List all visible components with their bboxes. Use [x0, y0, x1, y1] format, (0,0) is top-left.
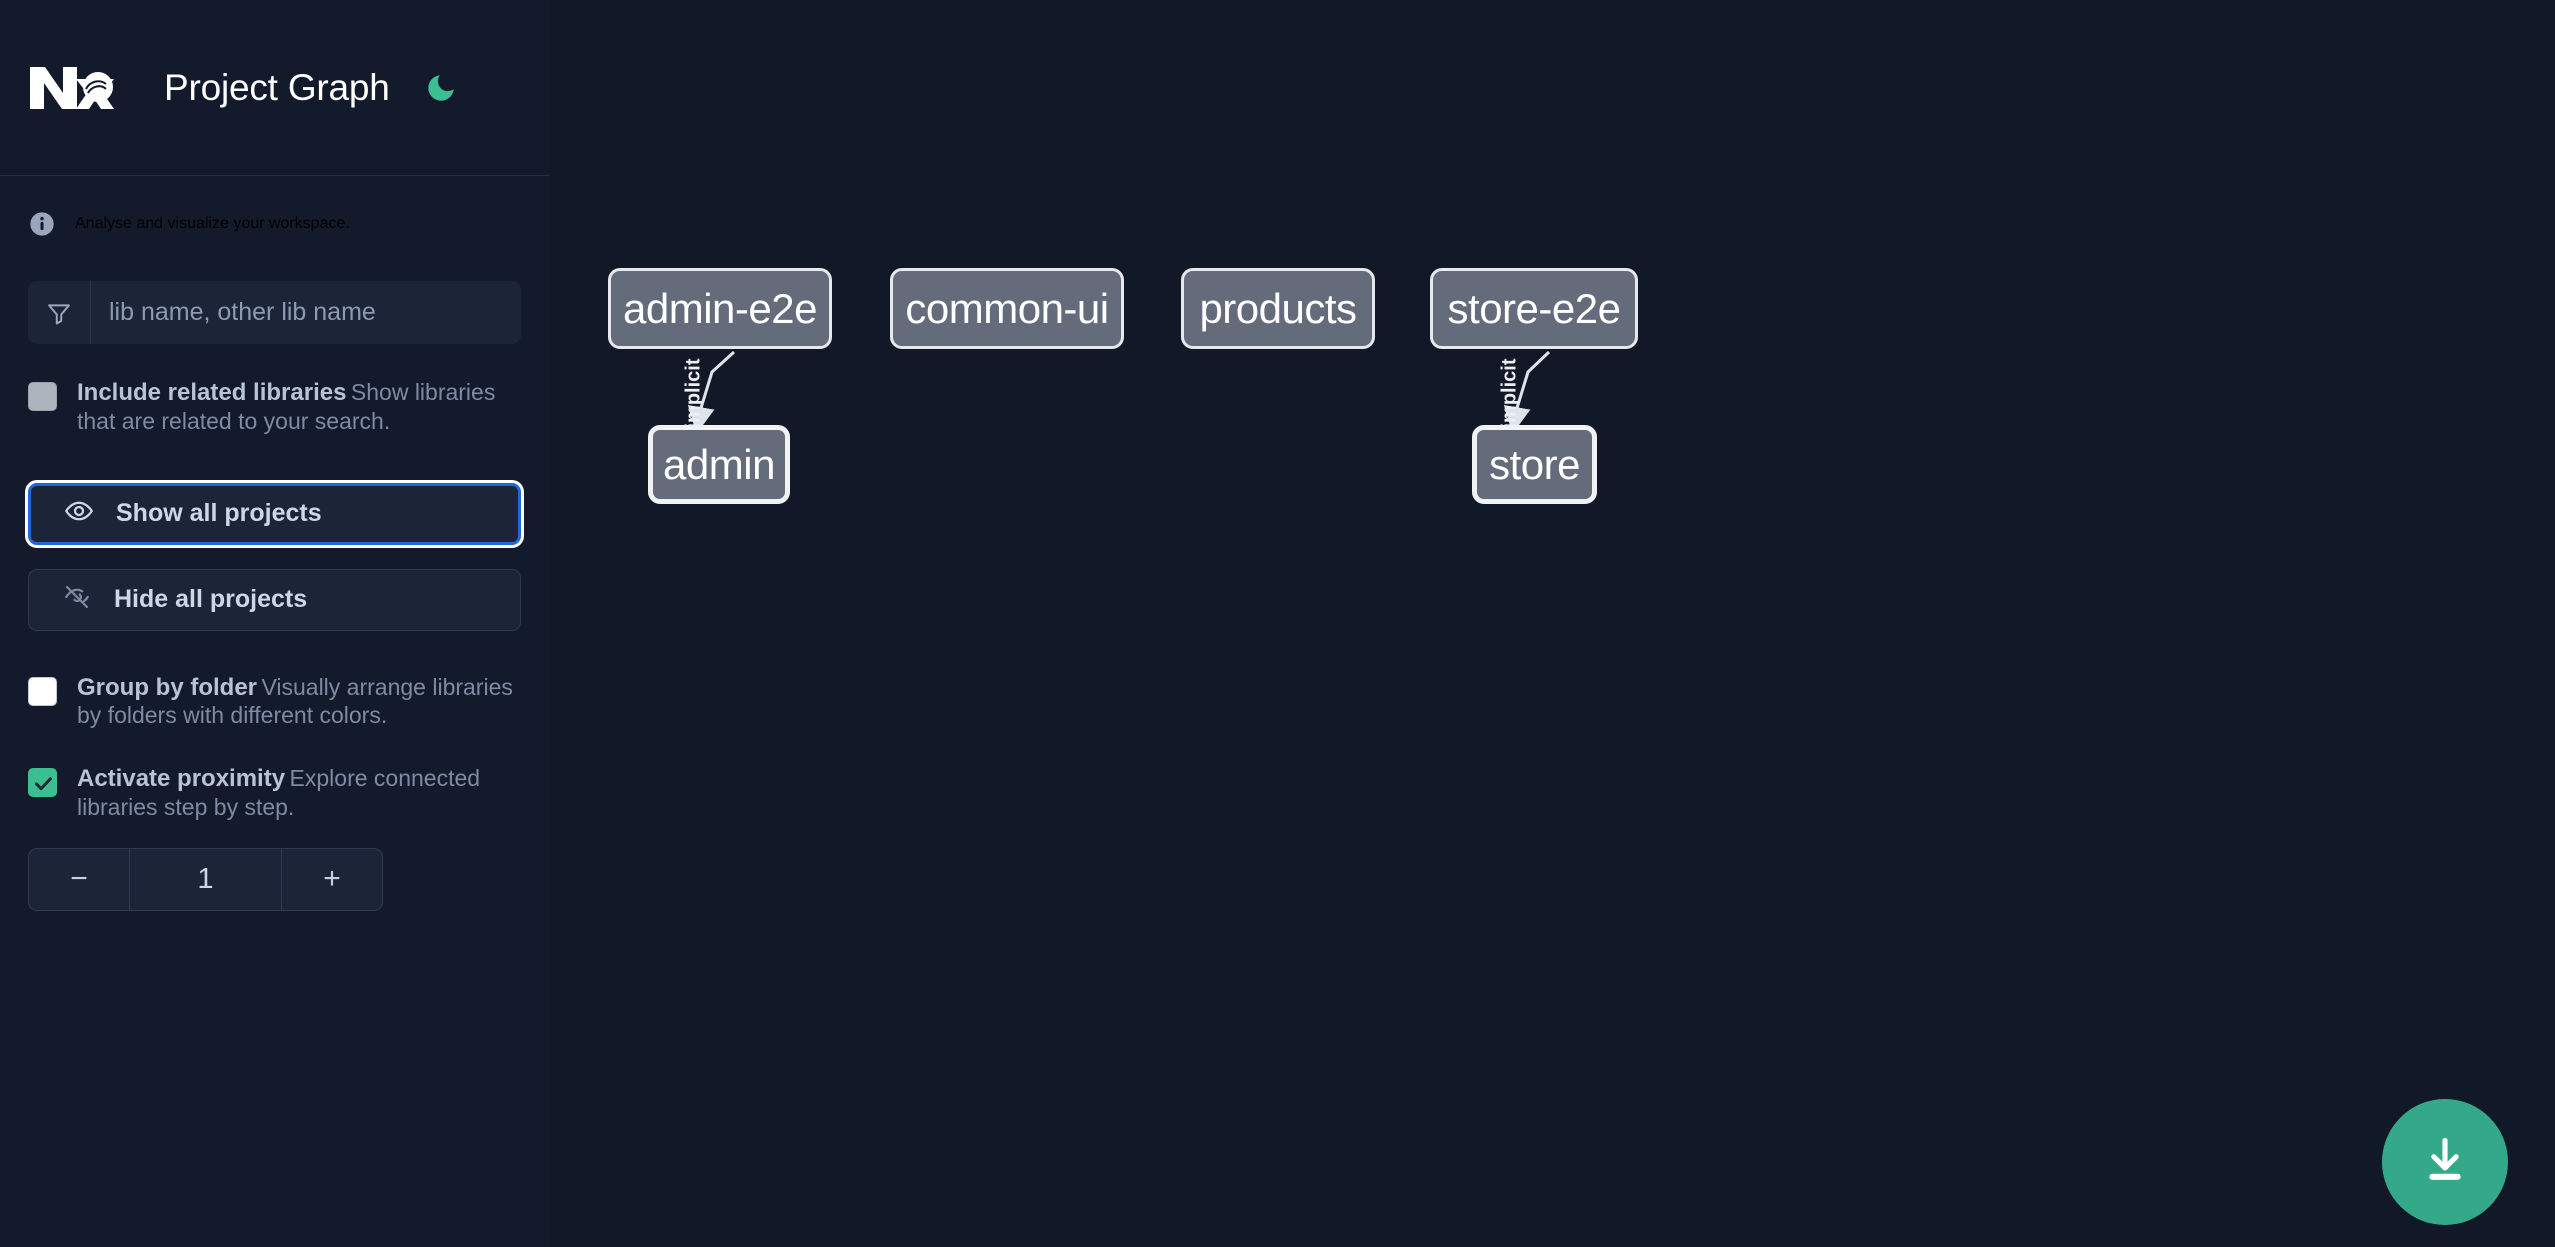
activate-proximity-checkbox[interactable]: [28, 768, 57, 797]
option-include-related-libraries[interactable]: Include related libraries Show libraries…: [0, 378, 549, 436]
graph-node-products[interactable]: products: [1181, 268, 1375, 349]
proximity-stepper: − 1 +: [28, 847, 383, 911]
spacer: [0, 545, 549, 569]
nx-logo: [28, 59, 122, 117]
option-group-by-folder[interactable]: Group by folder Visually arrange librari…: [0, 673, 549, 731]
decrement-button[interactable]: −: [70, 862, 88, 895]
spacer: [0, 436, 549, 483]
option-description: Visually arrange libraries by folders wi…: [77, 673, 513, 729]
proximity-value: 1: [129, 848, 282, 910]
show-all-projects-button[interactable]: Show all projects: [28, 482, 521, 545]
edge-label-implicit-store: implicit: [1498, 358, 1521, 429]
graph-node-common-ui[interactable]: common-ui: [890, 268, 1124, 349]
graph-canvas[interactable]: implicit implicit admin-e2e common-ui pr…: [549, 0, 2555, 1247]
tagline: Analyse and visualize your workspace.: [0, 176, 549, 238]
filter-funnel-icon: [28, 281, 91, 344]
graph-edges: [687, 350, 1551, 434]
graph-node-admin-e2e[interactable]: admin-e2e: [608, 268, 832, 349]
download-button[interactable]: [2382, 1099, 2508, 1225]
edge-label-implicit-admin: implicit: [682, 358, 705, 429]
graph-node-admin[interactable]: admin: [648, 425, 790, 504]
option-description: Explore connected libraries step by step…: [77, 765, 481, 820]
option-label: Group by folder: [77, 673, 257, 701]
graph-node-store-e2e[interactable]: store-e2e: [1430, 268, 1638, 349]
moon-icon[interactable]: [420, 67, 462, 109]
sidebar: Project Graph Analyse and visualize your…: [0, 0, 549, 1247]
option-description: Show libraries that are related to your …: [77, 379, 496, 434]
option-activate-proximity[interactable]: Activate proximity Explore connected lib…: [0, 764, 549, 822]
search-input[interactable]: [91, 281, 521, 344]
option-label: Activate proximity: [77, 765, 286, 792]
eye-icon: [64, 496, 94, 531]
hide-all-projects-label: Hide all projects: [114, 585, 308, 613]
show-all-projects-label: Show all projects: [116, 499, 322, 527]
increment-button[interactable]: +: [323, 862, 341, 895]
info-icon: [28, 210, 56, 238]
eye-slash-icon: [62, 582, 92, 617]
graph-node-store[interactable]: store: [1472, 425, 1597, 504]
search-bar[interactable]: [28, 281, 521, 344]
page-title: Project Graph: [164, 66, 390, 108]
tagline-text: Analyse and visualize your workspace.: [75, 215, 350, 232]
group-by-folder-checkbox[interactable]: [28, 676, 57, 706]
proximity-stepper-wrap: − 1 +: [0, 847, 549, 911]
download-icon: [2417, 1132, 2473, 1193]
include-related-libraries-checkbox[interactable]: [28, 382, 57, 411]
hide-all-projects-button[interactable]: Hide all projects: [28, 568, 521, 631]
sidebar-header: Project Graph: [0, 0, 549, 176]
option-label: Include related libraries: [77, 379, 347, 406]
